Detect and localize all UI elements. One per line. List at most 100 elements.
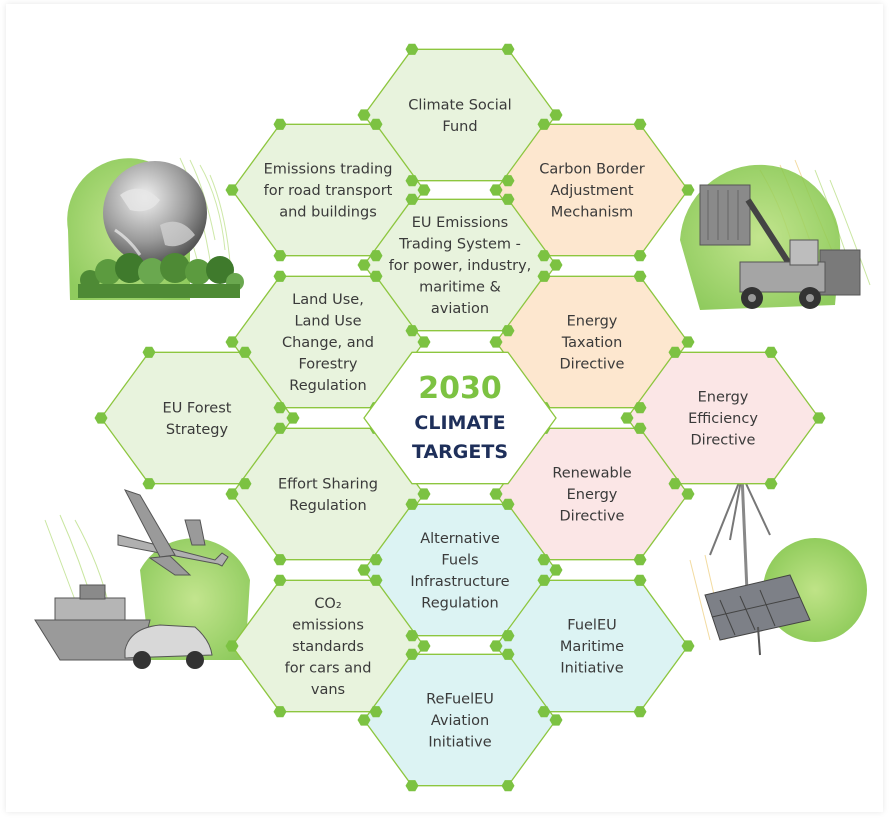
vertex-dot [417,488,431,500]
vertex-dot [405,43,419,55]
vertex-dot [94,412,108,424]
hex-label-line: Energy [698,390,749,406]
vertex-dot [549,714,563,726]
vertex-dot [238,478,252,490]
vertex-dot [501,175,515,187]
hex-label-line: Change, and [282,335,374,351]
center-hexagon: 2030 CLIMATE TARGETS [363,351,557,485]
hex-label-line: Trading System - [398,237,521,253]
vertex-dot [501,43,515,55]
vertex-dot [537,118,551,130]
vertex-dot [405,325,419,337]
vertex-dot [489,336,503,348]
hex-label-line: Energy [567,487,618,503]
hex-label-line: Emissions trading [264,162,393,178]
hex-label-line: for cars and [285,661,372,677]
vertex-dot [537,574,551,586]
vertex-dot [357,259,371,271]
hex-label-line: Taxation [561,335,623,351]
vertex-dot [417,640,431,652]
plane-ship-car-illustration [34,489,250,669]
vertex-dot [273,250,287,262]
hex-cell-emissions-trading-road-buildings: Emissions trading for road transport and b… [231,123,425,257]
vertex-dot [225,336,239,348]
vertex-dot [501,193,515,205]
center-climate-label: CLIMATE [414,412,505,434]
vertex-dot [405,175,419,187]
globe-with-trees-illustration [67,157,244,300]
hex-label-line: Aviation [431,713,489,729]
hex-label-line: Regulation [289,498,366,514]
wind-solar-illustration [689,474,867,656]
vertex-dot [633,422,647,434]
hex-label-line: CO₂ [314,596,341,612]
vertex-dot [537,250,551,262]
vertex-dot [369,118,383,130]
hex-label-line: Infrastructure [410,574,509,590]
vertex-dot [537,554,551,566]
hex-label-line: Renewable [552,466,631,482]
vertex-dot [357,109,371,121]
vertex-dot [273,422,287,434]
hex-label-line: Efficiency [688,411,758,427]
hex-label-line: Initiative [428,735,491,751]
vertex-dot [357,564,371,576]
vertex-dot [405,193,419,205]
vertex-dot [764,346,778,358]
vertex-dot [405,630,419,642]
vertex-dot [668,346,682,358]
hex-label-line: Land Use, [292,292,364,308]
hex-label-line: and buildings [279,205,377,221]
vertex-dot [537,706,551,718]
vertex-dot [764,478,778,490]
vertex-dot [417,336,431,348]
vertex-dot [501,498,515,510]
hex-label-line: aviation [431,301,489,317]
vertex-dot [273,706,287,718]
vertex-dot [489,184,503,196]
vertex-dot [681,640,695,652]
hex-label-line: Fund [442,119,477,135]
vertex-dot [501,630,515,642]
hex-label-line: Strategy [166,422,229,438]
hex-label-line: Forestry [298,357,357,373]
vertex-dot [238,346,252,358]
truck-icon [699,184,861,309]
hex-label-line: EU Forest [163,400,232,416]
vertex-dot [668,478,682,490]
hex-label-line: emissions [292,618,364,634]
hex-label-line: Climate Social [408,97,511,113]
hex-label-line: Effort Sharing [278,476,378,492]
vertex-dot [489,488,503,500]
hex-label-line: ReFuelEU [426,692,494,708]
vertex-dot [142,478,156,490]
vertex-dot [369,574,383,586]
hex-label-line: Directive [691,433,756,449]
vertex-dot [357,714,371,726]
hexagon-vertex-dots [94,43,826,792]
center-year: 2030 [418,371,502,406]
vertex-dot [273,574,287,586]
center-hexagon-shape [363,351,557,485]
vertex-dot [501,780,515,792]
ship-icon [34,584,151,661]
vertex-dot [369,706,383,718]
hex-label-line: for road transport [264,183,393,199]
vertex-dot [681,488,695,500]
container-handler-illustration [680,159,871,310]
vertex-dot [633,554,647,566]
vertex-dot [633,574,647,586]
hex-label-line: FuelEU [567,618,616,634]
vertex-dot [225,488,239,500]
vertex-dot [812,412,826,424]
hex-label-line: Regulation [421,595,498,611]
vertex-dot [537,270,551,282]
